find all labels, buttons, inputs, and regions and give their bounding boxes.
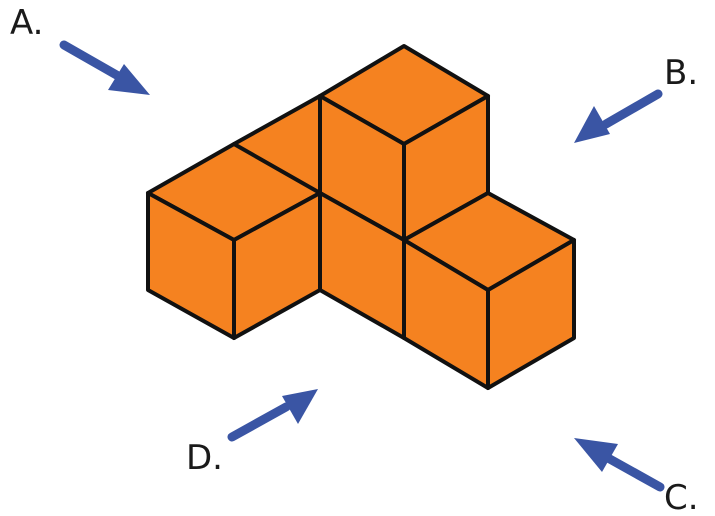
arrow-a [59,40,150,95]
label-view-b: B. [664,53,698,93]
cube-left-right-face [232,191,322,340]
cube-structure [146,44,576,390]
arrow-b [574,89,663,143]
arrow-c [574,438,665,492]
label-view-c: C. [664,478,699,516]
cube-front-right-right-face [486,238,576,390]
label-view-a: A. [10,3,43,43]
arrow-d [227,389,318,442]
label-view-d: D. [186,438,223,478]
